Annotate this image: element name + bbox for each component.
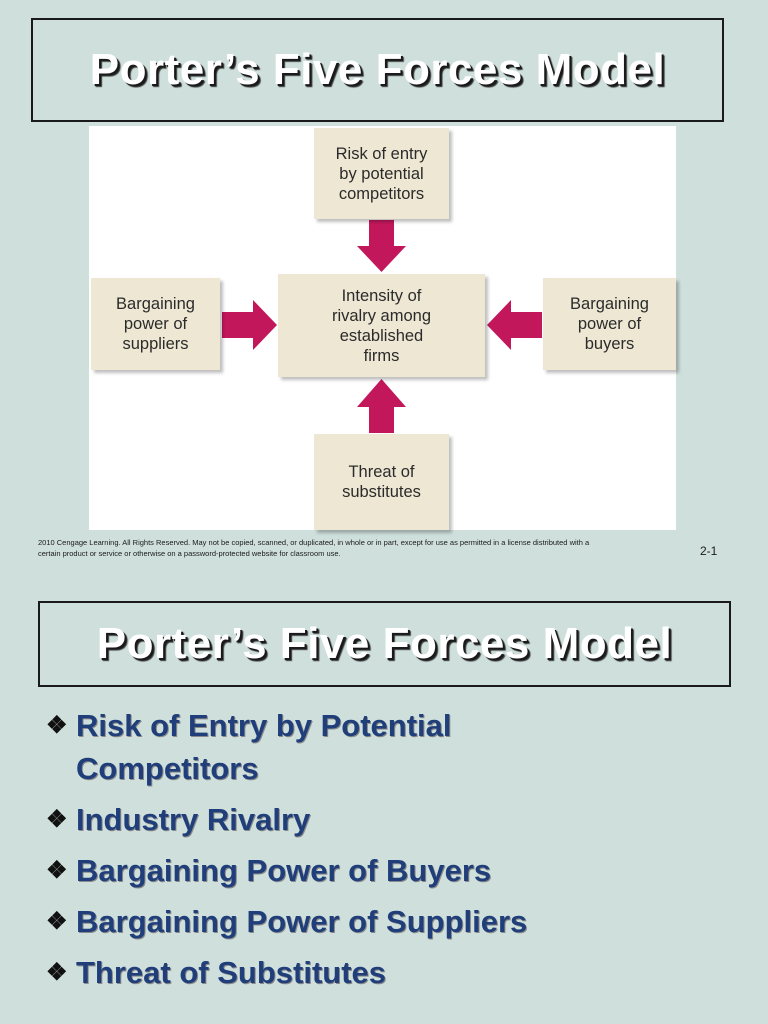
- arrow-up-icon: [357, 379, 406, 433]
- slide2-title-box: Porter’s Five Forces Model: [38, 601, 731, 687]
- slide2-title: Porter’s Five Forces Model: [96, 619, 673, 668]
- diamond-bullet-icon: ❖: [46, 806, 68, 833]
- copyright-notice: 2010 Cengage Learning. All Rights Reserv…: [38, 538, 590, 558]
- list-item: ❖ Risk of Entry by Potential Competitors: [46, 704, 746, 790]
- list-item: ❖ Bargaining Power of Suppliers: [46, 900, 746, 943]
- five-forces-diagram: Risk of entry by potential competitors B…: [89, 126, 676, 530]
- bullet-list: ❖ Risk of Entry by Potential Competitors…: [46, 704, 746, 1002]
- substitutes-box: Threat of substitutes: [314, 434, 449, 530]
- slide1-title: Porter’s Five Forces Model: [89, 45, 666, 94]
- arrow-left-icon: [487, 300, 542, 350]
- bullet-text: Industry Rivalry: [76, 802, 311, 837]
- list-item: ❖ Bargaining Power of Buyers: [46, 849, 746, 892]
- page-number: 2-1: [700, 544, 718, 558]
- arrow-down-icon: [357, 220, 406, 272]
- diamond-bullet-icon: ❖: [46, 857, 68, 884]
- bullet-text: Bargaining Power of Buyers: [76, 853, 492, 888]
- diamond-bullet-icon: ❖: [46, 712, 68, 739]
- diamond-bullet-icon: ❖: [46, 959, 68, 986]
- supplier-power-box: Bargaining power of suppliers: [91, 278, 220, 370]
- bullet-text: Threat of Substitutes: [76, 955, 387, 990]
- buyer-power-box: Bargaining power of buyers: [543, 278, 676, 370]
- arrow-right-icon: [222, 300, 277, 350]
- list-item: ❖ Industry Rivalry: [46, 798, 746, 841]
- list-item: ❖ Threat of Substitutes: [46, 951, 746, 994]
- risk-of-entry-box: Risk of entry by potential competitors: [314, 128, 449, 219]
- diamond-bullet-icon: ❖: [46, 908, 68, 935]
- bullet-text: Bargaining Power of Suppliers: [76, 904, 528, 939]
- rivalry-box: Intensity of rivalry among established f…: [278, 274, 485, 377]
- slide1-title-box: Porter’s Five Forces Model: [31, 18, 724, 122]
- bullet-text: Risk of Entry by Potential Competitors: [76, 708, 452, 786]
